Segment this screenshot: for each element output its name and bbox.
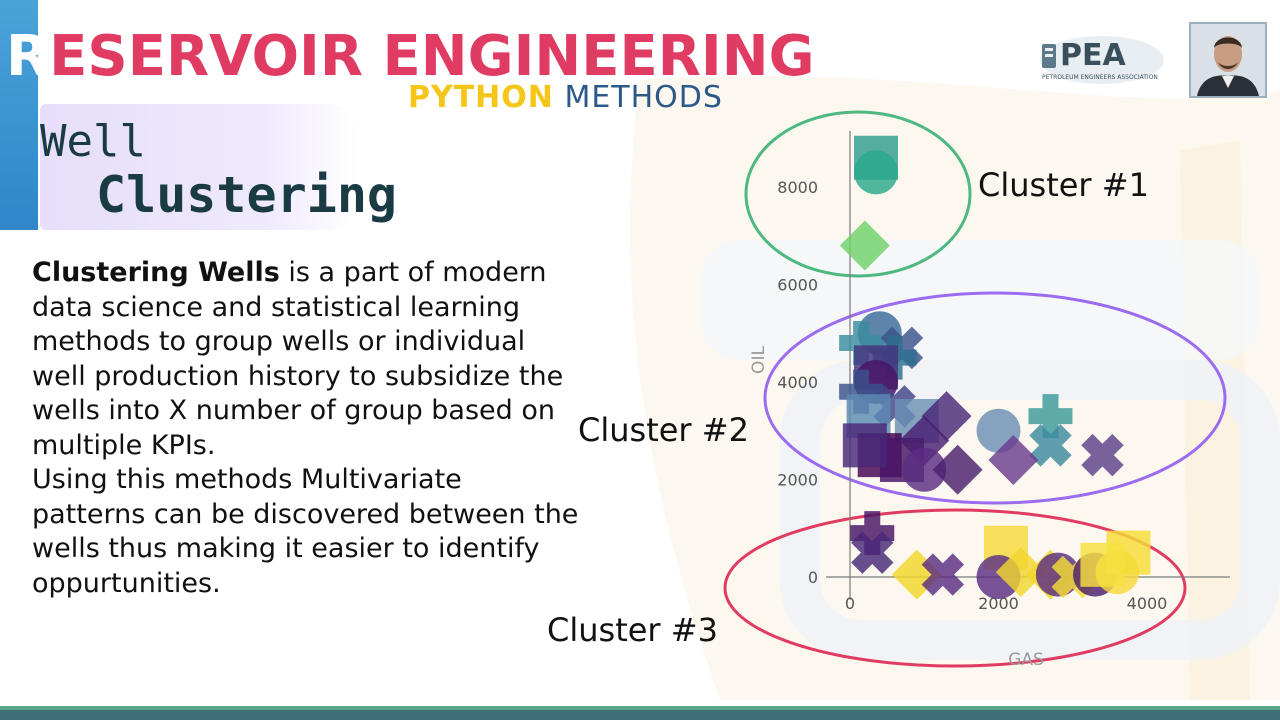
x-axis-label: GAS — [1008, 650, 1044, 670]
description-para2: Using this methods Multivariate patterns… — [32, 464, 579, 599]
presenter-photo — [1189, 22, 1267, 98]
point-diamond — [839, 220, 890, 271]
left-accent-band — [0, 0, 38, 230]
cluster-label-1: Cluster #1 — [978, 166, 1149, 204]
description-para1: Clustering Wells is a part of modern dat… — [32, 256, 580, 463]
description-text1: is a part of modern data science and sta… — [32, 257, 564, 461]
globe-icon — [1040, 36, 1164, 84]
point-cross — [839, 321, 884, 365]
y-tick-label: 0 — [808, 568, 818, 587]
x-tick-label: 2000 — [978, 594, 1019, 613]
pea-logo: PEA PETROLEUM ENGINEERS ASSOCIATION — [1036, 34, 1166, 90]
cluster-3-ring — [723, 508, 1187, 668]
heading-line1: Well — [40, 116, 146, 167]
cluster-label-2: Cluster #2 — [578, 411, 749, 449]
subtitle-word2: METHODS — [564, 80, 723, 115]
description-lead: Clustering Wells — [32, 257, 280, 288]
point-diamond — [932, 444, 983, 495]
point-x — [1029, 424, 1072, 467]
person-icon — [1191, 24, 1265, 96]
logo-subtitle: PETROLEUM ENGINEERS ASSOCIATION — [1042, 74, 1158, 81]
logo-name: PEA — [1060, 38, 1126, 73]
subtitle-word1: PYTHON — [408, 80, 554, 115]
heading-line2: Clustering — [96, 166, 398, 224]
point-x — [851, 531, 894, 574]
heading-highlight — [40, 104, 358, 230]
point-x — [921, 553, 965, 596]
footer-bar — [0, 706, 1280, 720]
x-tick-label: 0 — [845, 594, 855, 613]
point-circle — [853, 150, 898, 195]
cluster-1-ring — [744, 110, 972, 278]
y-axis-label: OIL — [749, 346, 769, 374]
y-tick-label: 6000 — [777, 276, 818, 295]
description-text: Clustering Wells is a part of modern dat… — [32, 256, 580, 601]
y-tick-label: 8000 — [777, 178, 818, 197]
title-first-letter: R — [6, 24, 50, 89]
point-cross — [850, 511, 895, 556]
point-square — [1080, 542, 1125, 587]
y-tick-label: 2000 — [777, 471, 818, 490]
y-tick-label: 4000 — [777, 373, 818, 392]
cluster-label-3: Cluster #3 — [547, 611, 718, 649]
point-diamond — [988, 435, 1039, 485]
x-tick-label: 4000 — [1127, 594, 1168, 613]
point-x — [1081, 433, 1124, 477]
point-square — [842, 423, 887, 468]
point-circle — [902, 447, 947, 492]
point-cross — [1028, 394, 1073, 439]
page-subtitle: PYTHON METHODS — [408, 78, 723, 118]
point-cross — [839, 369, 884, 414]
title-rest: ESERVOIR ENGINEERING — [49, 24, 815, 89]
page-title: RESERVOIR ENGINEERING — [6, 20, 815, 94]
cluster-2-ring — [763, 291, 1227, 505]
point-diamond — [995, 547, 1046, 598]
